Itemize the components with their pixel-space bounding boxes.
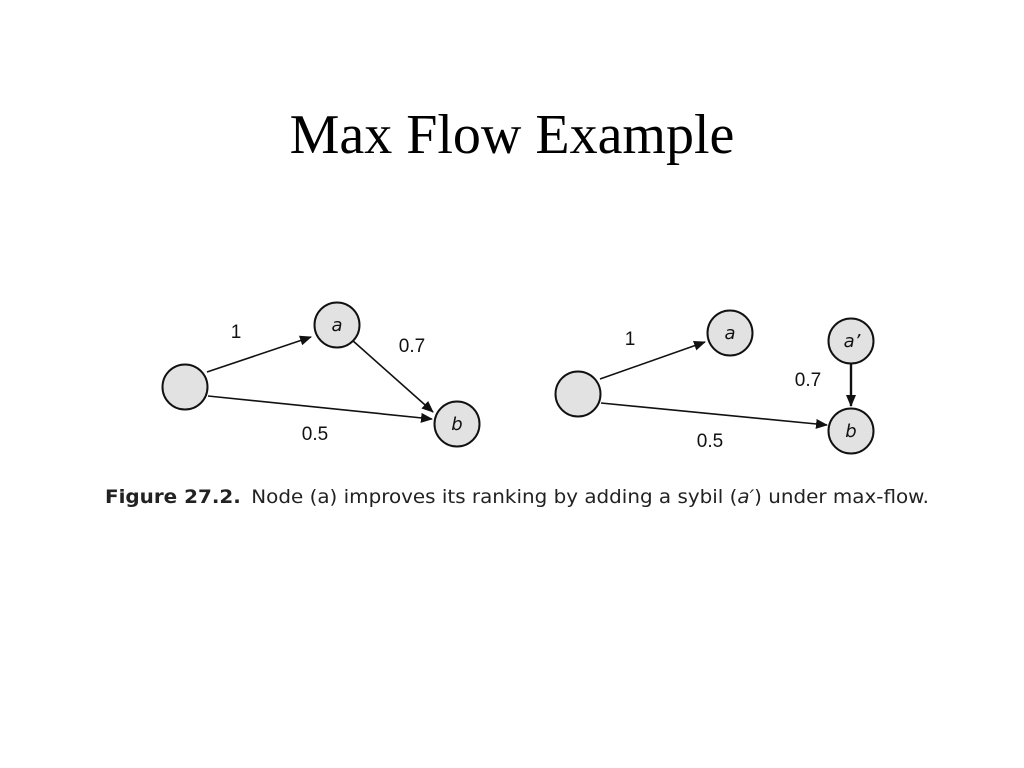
right-edge-label-a-prime-to-b: 0.7 [795, 370, 821, 391]
left-node-b-label: b [451, 414, 462, 435]
left-edge-source-to-a [206, 335, 312, 373]
slide-title: Max Flow Example [289, 104, 735, 166]
right-node-a-label: a [724, 323, 735, 344]
right-graph: a a’ b 1 0.7 0.5 [554, 309, 875, 455]
left-node-a [313, 301, 361, 349]
left-edge-label-source-to-b: 0.5 [302, 424, 328, 445]
caption-text-after: ) under max-flow. [754, 486, 929, 508]
caption-label: Figure 27.2. [105, 486, 241, 508]
right-edge-source-to-a [599, 340, 706, 380]
left-edge-label-source-to-a: 1 [231, 322, 242, 343]
left-node-a-label: a [331, 315, 342, 336]
right-node-a-prime [827, 317, 875, 365]
left-node-b [433, 400, 481, 448]
left-graph: a b 1 0.7 0.5 [161, 301, 481, 448]
left-edge-label-a-to-b: 0.7 [399, 336, 425, 357]
caption-text-before: Node (a) improves its ranking by adding … [251, 486, 737, 508]
left-node-source [161, 363, 209, 411]
left-edge-source-to-b [207, 395, 433, 423]
left-edge-a-to-b [351, 339, 434, 413]
right-edge-label-source-to-b: 0.5 [697, 431, 723, 452]
figure-caption: Figure 27.2. Node (a) improves its rankin… [105, 486, 929, 508]
right-node-b-label: b [845, 421, 856, 442]
right-edge-source-to-b [600, 402, 828, 429]
caption-symbol: a′ [737, 486, 754, 508]
right-node-source [554, 370, 602, 418]
right-node-a [706, 309, 754, 357]
right-node-a-prime-label: a’ [844, 331, 861, 352]
right-node-b [827, 407, 875, 455]
right-edge-label-source-to-a: 1 [625, 329, 636, 350]
